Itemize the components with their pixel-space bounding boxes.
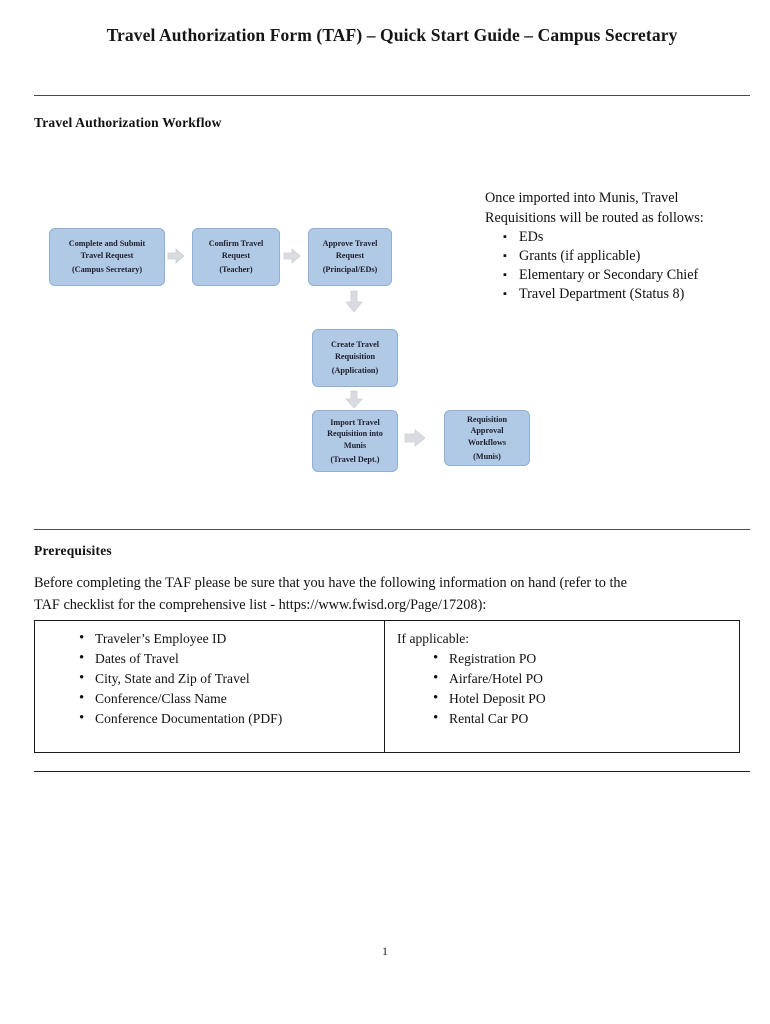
- section-heading-workflow: Travel Authorization Workflow: [34, 115, 222, 130]
- flow-box-line1: Confirm Travel: [208, 239, 264, 249]
- prerequisites-paragraph-line1: Before completing the TAF please be sure…: [34, 575, 627, 591]
- divider-bottom: [34, 771, 750, 772]
- list-item: Traveler’s Employee ID: [79, 628, 374, 649]
- prerequisites-paragraph-line2: TAF checklist for the comprehensive list…: [34, 597, 487, 613]
- flow-box-line2: Requisition: [334, 351, 376, 361]
- workflow-diagram: Complete and Submit Travel Request (Camp…: [34, 180, 750, 500]
- table-cell-required-items: Traveler’s Employee ID Dates of Travel C…: [35, 621, 385, 752]
- divider-top: [34, 95, 750, 96]
- arrow-right-icon-3: [404, 428, 426, 448]
- flow-box-role: (Travel Dept.): [330, 454, 380, 464]
- optional-items-label: If applicable:: [397, 631, 470, 646]
- flow-box-role: (Application): [331, 366, 379, 376]
- flow-box-line2: Request: [335, 250, 365, 260]
- flow-box-line1: Complete and Submit: [68, 239, 146, 249]
- flow-box-confirm-travel-request: Confirm Travel Request (Teacher): [192, 228, 280, 286]
- prerequisites-paragraph: Before completing the TAF please be sure…: [34, 572, 734, 616]
- flow-box-role: (Campus Secretary): [71, 265, 143, 275]
- flow-box-line2: Approval: [470, 426, 504, 436]
- routing-intro-line2: Requisitions will be routed as follows:: [485, 209, 704, 226]
- flow-box-line1: Create Travel: [331, 340, 379, 350]
- arrow-down-icon-1: [344, 290, 364, 314]
- list-item: Travel Department (Status 8): [503, 285, 755, 304]
- flow-box-create-travel-requisition: Create Travel Requisition (Application): [312, 329, 398, 387]
- flow-box-line1: Requisition: [466, 414, 508, 424]
- flow-box-role: (Principal/EDs): [322, 265, 378, 275]
- list-item: Dates of Travel: [79, 648, 374, 669]
- arrow-right-icon-1: [167, 247, 185, 265]
- page-number: 1: [382, 944, 388, 958]
- page-title: Travel Authorization Form (TAF) – Quick …: [106, 25, 678, 45]
- flow-box-complete-submit-travel-request: Complete and Submit Travel Request (Camp…: [49, 228, 165, 286]
- flow-box-line3: Munis: [343, 440, 367, 450]
- list-item: EDs: [503, 228, 755, 247]
- flow-box-requisition-approval-workflows: Requisition Approval Workflows (Munis): [444, 410, 530, 466]
- arrow-right-icon-2: [283, 247, 301, 265]
- routing-list: EDs Grants (if applicable) Elementary or…: [485, 228, 755, 304]
- list-item: Registration PO: [433, 648, 729, 669]
- flow-box-line2: Request: [221, 250, 251, 260]
- optional-items-list: Registration PO Airfare/Hotel PO Hotel D…: [395, 648, 729, 729]
- section-heading-prerequisites: Prerequisites: [34, 543, 112, 558]
- list-item: Conference Documentation (PDF): [79, 708, 374, 729]
- routing-note: Once imported into Munis, Travel Requisi…: [485, 189, 755, 304]
- list-item: Conference/Class Name: [79, 688, 374, 709]
- flow-box-line2: Requisition into: [327, 429, 383, 439]
- list-item: Elementary or Secondary Chief: [503, 266, 755, 285]
- flow-box-line2: Travel Request: [80, 250, 134, 260]
- table-cell-optional-items: If applicable: Registration PO Airfare/H…: [385, 621, 739, 752]
- routing-intro-line1: Once imported into Munis, Travel: [485, 190, 679, 206]
- list-item: Grants (if applicable): [503, 247, 755, 266]
- flow-box-role: (Teacher): [219, 265, 253, 275]
- flow-box-line3: Workflows: [467, 437, 507, 447]
- divider-middle: [34, 529, 750, 530]
- list-item: Rental Car PO: [433, 708, 729, 729]
- list-item: Airfare/Hotel PO: [433, 668, 729, 689]
- flow-box-line1: Import Travel: [330, 417, 380, 427]
- arrow-down-icon-2: [344, 390, 364, 410]
- prerequisites-table: Traveler’s Employee ID Dates of Travel C…: [34, 620, 740, 753]
- list-item: Hotel Deposit PO: [433, 688, 729, 709]
- flow-box-import-travel-requisition-into-munis: Import Travel Requisition into Munis (Tr…: [312, 410, 398, 472]
- list-item: City, State and Zip of Travel: [79, 668, 374, 689]
- flow-box-approve-travel-request: Approve Travel Request (Principal/EDs): [308, 228, 392, 286]
- required-items-list: Traveler’s Employee ID Dates of Travel C…: [45, 628, 374, 729]
- flow-box-line1: Approve Travel: [322, 239, 378, 249]
- flow-box-role: (Munis): [473, 451, 501, 461]
